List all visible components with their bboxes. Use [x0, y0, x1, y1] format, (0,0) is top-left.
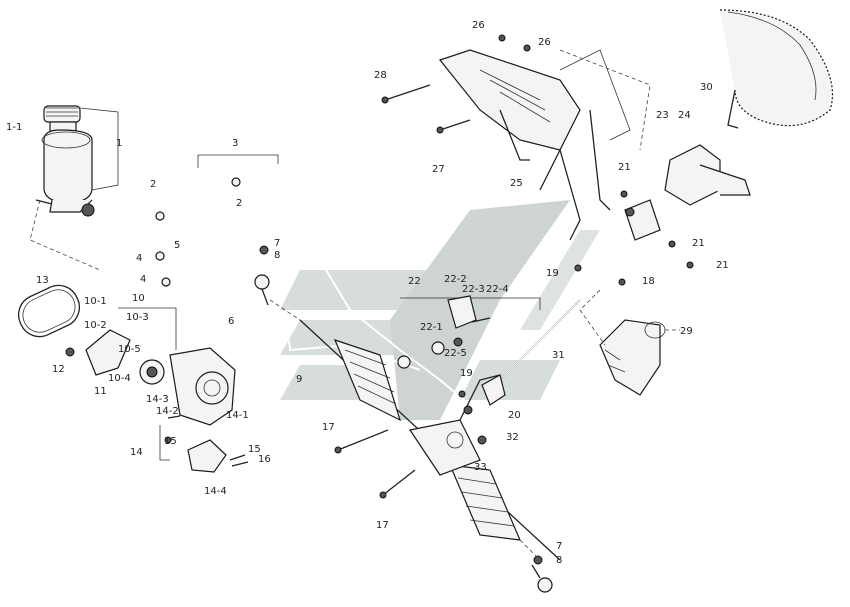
leader-22: [400, 297, 541, 310]
label-4a: 4: [136, 253, 142, 264]
small-fittings: [458, 264, 626, 445]
label-19a: 19: [546, 268, 559, 279]
label-22: 22: [408, 276, 421, 287]
label-9: 9: [296, 374, 302, 385]
rack-boot-left: [333, 339, 401, 422]
leader-14: [159, 425, 170, 461]
tie-rod-ends: [254, 245, 553, 593]
label-10-4: 10-4: [108, 373, 131, 384]
label-28: 28: [374, 70, 387, 81]
label-22-4: 22-4: [486, 284, 509, 295]
label-24: 24: [678, 110, 691, 121]
label-22-2: 22-2: [444, 274, 467, 285]
steering-wheel: [719, 9, 834, 129]
label-32: 32: [506, 432, 519, 443]
oil-reservoir: [35, 105, 95, 217]
label-14-3: 14-3: [146, 394, 169, 405]
label-16: 16: [258, 454, 271, 465]
label-17b: 17: [376, 520, 389, 531]
hose-clamps: [155, 177, 241, 287]
label-19b: 19: [460, 368, 473, 379]
label-14-2: 14-2: [156, 406, 179, 417]
label-23: 23: [656, 110, 669, 121]
label-25: 25: [510, 178, 523, 189]
label-22-5: 22-5: [444, 348, 467, 359]
label-33: 33: [474, 462, 487, 473]
column-bolts: [381, 34, 531, 134]
label-8b: 8: [556, 555, 562, 566]
return-hose: [138, 180, 231, 291]
label-8a: 8: [274, 250, 280, 261]
label-7b: 7: [556, 541, 562, 552]
leader-25: [559, 49, 651, 151]
label-1-1: 1-1: [6, 122, 22, 133]
column-cover-29: [599, 319, 666, 396]
steering-rack: [299, 319, 561, 561]
label-12: 12: [52, 364, 65, 375]
label-29: 29: [680, 326, 693, 337]
label-21c: 21: [716, 260, 729, 271]
leader-3: [197, 154, 279, 168]
label-6: 6: [228, 316, 234, 327]
label-15a: 15: [164, 436, 177, 447]
leader-1: [79, 107, 119, 191]
valve-bracket-22: [397, 295, 491, 369]
label-14: 14: [130, 447, 143, 458]
label-14-4: 14-4: [204, 486, 227, 497]
leader-10: [118, 307, 177, 350]
label-2a: 2: [150, 179, 156, 190]
label-21a: 21: [618, 162, 631, 173]
steering-column: [598, 128, 751, 282]
intermediate-shaft: [481, 299, 581, 406]
label-2b: 2: [236, 198, 242, 209]
label-21b: 21: [692, 238, 705, 249]
label-7a: 7: [274, 238, 280, 249]
label-26a: 26: [472, 20, 485, 31]
drive-belt: [17, 284, 81, 338]
pump-bracket-14: [164, 415, 249, 473]
label-22-1: 22-1: [420, 322, 443, 333]
label-15b: 15: [248, 444, 261, 455]
label-14-1: 14-1: [226, 410, 249, 421]
label-10-2: 10-2: [84, 320, 107, 331]
label-13: 13: [36, 275, 49, 286]
label-26b: 26: [538, 37, 551, 48]
label-10-3: 10-3: [126, 312, 149, 323]
label-20: 20: [508, 410, 521, 421]
label-3: 3: [232, 138, 238, 149]
label-10: 10: [132, 293, 145, 304]
pedal-support-bracket: [438, 49, 631, 241]
label-1: 1: [116, 138, 122, 149]
label-22-3: 22-3: [462, 284, 485, 295]
label-11: 11: [94, 386, 107, 397]
label-10-1: 10-1: [84, 296, 107, 307]
leader-reservoir-hose: [29, 199, 101, 271]
label-5: 5: [174, 240, 180, 251]
power-steering-pump: [65, 329, 236, 426]
rack-bolts-17: [334, 429, 416, 499]
rack-boot-right: [449, 464, 521, 541]
leader-tierods: [269, 299, 541, 561]
label-27: 27: [432, 164, 445, 175]
label-17a: 17: [322, 422, 335, 433]
watermark-logo: [280, 200, 600, 420]
label-31: 31: [552, 350, 565, 361]
part-labels: 1-1 1 2 2 3 4 4 5 6 7 8 7 8 9 10 10-1 10…: [6, 20, 729, 566]
label-30: 30: [700, 82, 713, 93]
label-4b: 4: [140, 274, 146, 285]
label-10-5: 10-5: [118, 344, 141, 355]
pressure-line: [261, 163, 471, 406]
label-18: 18: [642, 276, 655, 287]
leader-29: [579, 289, 680, 346]
